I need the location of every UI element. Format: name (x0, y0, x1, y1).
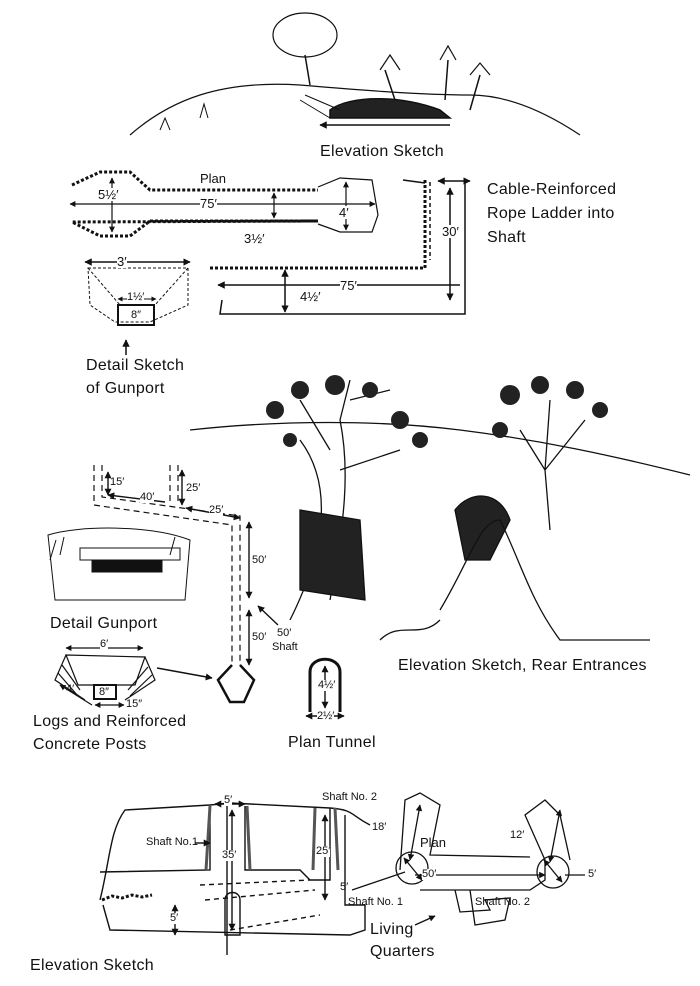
gunport-caption-line1: Detail Sketch (86, 357, 185, 374)
dim-gunport-width: 3′ (117, 254, 127, 269)
plan-shaft2-label: Shaft No. 2 (475, 896, 531, 908)
dim-tunnel-length: 75′ (340, 278, 357, 293)
shaft2-label: Shaft No. 2 (322, 791, 378, 803)
dim-mid-50b: 50′ (252, 631, 267, 643)
middle-plan-drawing (93, 465, 241, 665)
dim-plan-d2: 5′ (588, 868, 597, 880)
plan-tunnel-caption: Plan Tunnel (288, 734, 376, 751)
shaft-note-depth: 50′ (277, 627, 292, 639)
living-caption-line1: Living (370, 921, 414, 938)
dim-branch1: 18′ (372, 821, 387, 833)
rear-entrances-caption: Elevation Sketch, Rear Entrances (398, 657, 647, 674)
detail-gunport-caption: Detail Gunport (50, 615, 158, 632)
bottom-plan-sketch (351, 792, 585, 926)
logs-caption-line2: Concrete Posts (33, 736, 147, 753)
ladder-caption-line2: Rope Ladder into (487, 205, 615, 222)
gunport-caption-line2: of Gunport (86, 380, 165, 397)
living-caption-line2: Quarters (370, 943, 435, 960)
shaft1-label: Shaft No.1 (146, 836, 198, 848)
bottom-plan-title: Plan (420, 835, 447, 850)
dim-gunport-slot: 8″ (131, 309, 142, 321)
dim-tunnel-height: 4½′ (300, 289, 321, 304)
shaft-note-label: Shaft (272, 641, 298, 653)
dim-bottom-tunnel-height: 5′ (170, 912, 179, 924)
top-elevation-caption: Elevation Sketch (320, 143, 444, 160)
dim-mid-40: 40′ (140, 491, 155, 503)
top-hill-sketch (129, 12, 581, 136)
ladder-caption-line1: Cable-Reinforced (487, 181, 617, 198)
dim-plan-width-entrance: 4′ (339, 205, 349, 220)
dim-plan-50: 50′ (422, 868, 437, 880)
dim-mid-50a: 50′ (252, 554, 267, 566)
dim-mid-25b: 25′ (209, 504, 224, 516)
rear-entrances-sketch (189, 375, 691, 641)
dim-plan-d1: 5′ (340, 881, 349, 893)
dim-tunnel-plan-height: 4½′ (318, 679, 336, 691)
dim-plan-width-end: 5½′ (98, 187, 119, 202)
gunport-sketch (84, 258, 191, 355)
dim-shaft2-depth: 25′ (316, 845, 331, 857)
dim-gunport-opening: 1½′ (127, 291, 145, 303)
dim-branch2: 12′ (510, 829, 525, 841)
section-drawing (210, 177, 471, 315)
dim-bottom-top: 5′ (224, 794, 233, 806)
dim-shaft-depth: 30′ (442, 224, 459, 239)
dim-plan-width-mid: 3½′ (244, 231, 265, 246)
bottom-elevation-sketch (99, 800, 371, 955)
dim-tunnel-plan-width: 2½′ (317, 710, 335, 722)
dim-mid-25a: 25′ (186, 482, 201, 494)
logs-caption-line1: Logs and Reinforced (33, 713, 187, 730)
dim-logs-base: 15″ (126, 698, 143, 710)
dim-logs-width: 6′ (100, 638, 109, 650)
dim-shaft1-depth: 35′ (222, 849, 237, 861)
top-plan-title: Plan (200, 171, 227, 186)
dim-logs-side: 4′ (66, 683, 75, 695)
dim-plan-length: 75′ (200, 196, 217, 211)
detail-gunport-sketch (47, 527, 191, 601)
dim-logs-slot: 8″ (99, 686, 110, 698)
plan-shaft1-label: Shaft No. 1 (348, 896, 404, 908)
ladder-caption-line3: Shaft (487, 229, 526, 246)
bottom-elevation-caption: Elevation Sketch (30, 957, 154, 974)
dim-mid-15: 15′ (110, 476, 125, 488)
